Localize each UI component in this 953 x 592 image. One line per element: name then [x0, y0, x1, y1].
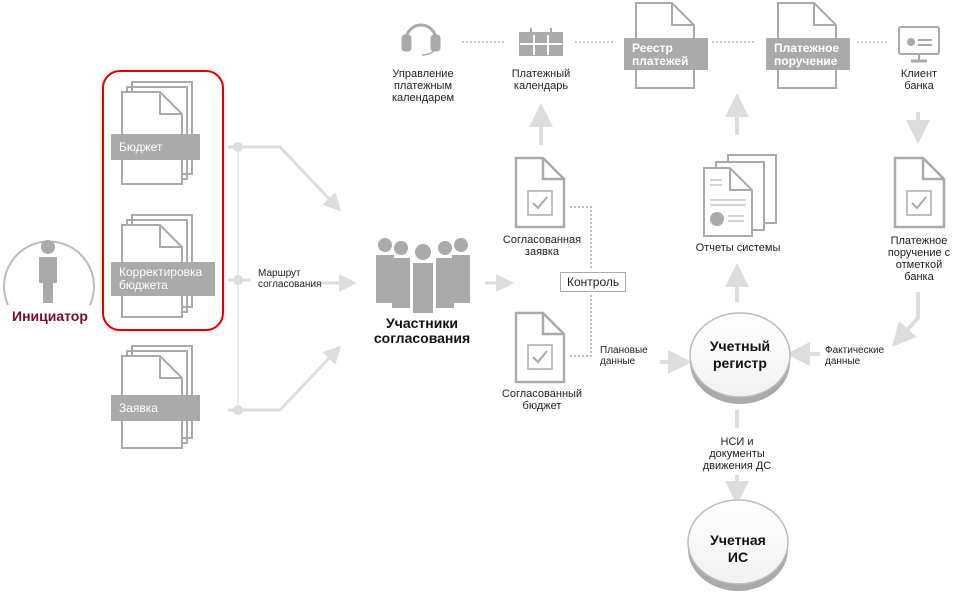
- control-dotted-connector: [570, 206, 592, 357]
- nsi-docs-label: НСИ и документы движения ДС: [702, 436, 772, 472]
- actual-data-label: Фактические данные: [825, 345, 885, 367]
- planned-data-label: Плановые данные: [600, 345, 648, 367]
- budget-correction-doc-label[interactable]: Корректировка бюджета: [111, 262, 215, 296]
- bank-client-label: Клиент банка: [900, 68, 938, 92]
- initiator-documents-highlight: [102, 70, 224, 331]
- accounting-register-disk: [689, 312, 791, 404]
- participants-group-icon: [376, 238, 470, 313]
- calendar-icon: [519, 28, 563, 56]
- monitor-icon: [898, 26, 940, 63]
- accounting-is-disk: [687, 499, 789, 591]
- bank-marked-order-label: Платежное поручение с отметкой банка: [887, 235, 951, 283]
- arrow-to-actual-data: [891, 292, 920, 347]
- approved-request-label: Согласованная заявка: [502, 234, 582, 258]
- route-label: Маршрут согласования: [258, 268, 322, 290]
- initiator-icon: [3, 240, 95, 306]
- approved-request-doc-icon: [514, 156, 566, 229]
- bank-marked-order-doc-icon: [893, 156, 946, 229]
- headset-icon: [401, 23, 441, 56]
- initiator-label: Инициатор: [12, 308, 88, 324]
- route-bus-connector: [228, 142, 357, 415]
- system-reports-label: Отчеты системы: [695, 242, 781, 254]
- approved-budget-doc-icon: [514, 311, 566, 384]
- accounting-register-label: Учетный регистр: [709, 338, 771, 371]
- approved-budget-label: Согласованный бюджет: [501, 388, 583, 412]
- accounting-is-label: Учетная ИС: [710, 532, 766, 565]
- system-reports-icon: [703, 154, 777, 237]
- manage-calendar-label: Управление платежным календарем: [391, 68, 455, 104]
- payment-calendar-label: Платежный календарь: [511, 68, 571, 92]
- participants-label: Участники согласования: [373, 315, 471, 346]
- payment-order-label[interactable]: Платежное поручение: [766, 38, 850, 70]
- control-label: Контроль: [560, 272, 627, 292]
- request-doc-label[interactable]: Заявка: [111, 395, 200, 421]
- payment-registry-label[interactable]: Реестр платежей: [624, 38, 708, 70]
- budget-doc-label[interactable]: Бюджет: [111, 134, 200, 160]
